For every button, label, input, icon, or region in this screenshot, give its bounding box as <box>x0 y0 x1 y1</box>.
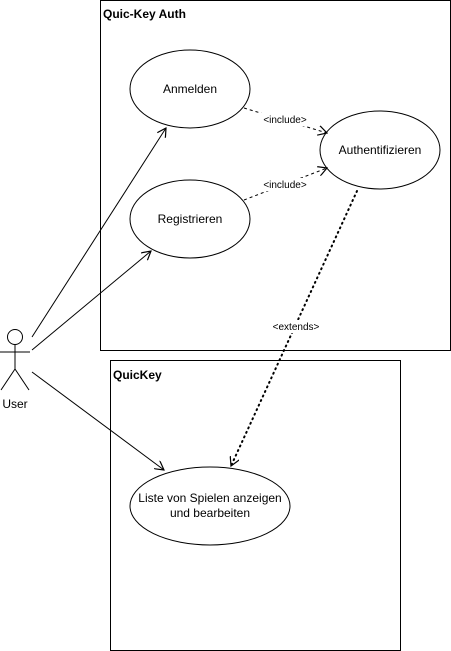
actor-user-label: User <box>2 397 27 411</box>
extends-label-bg <box>268 320 324 333</box>
use-case-liste-spiele[interactable]: Liste von Spielen anzeigen und bearbeite… <box>129 466 291 546</box>
use-case-authentifizieren-label: Authentifizieren <box>339 143 422 157</box>
use-case-registrieren[interactable]: Registrieren <box>129 179 251 259</box>
association-user-anmelden <box>31 128 166 338</box>
actor-user[interactable]: User <box>0 329 30 412</box>
use-case-anmelden[interactable]: Anmelden <box>129 49 251 129</box>
system-boundary-auth-title: Quic-Key Auth <box>103 7 186 21</box>
use-case-authentifizieren[interactable]: Authentifizieren <box>319 110 441 190</box>
include-label-2: <include> <box>263 180 307 191</box>
system-boundary-quickey-title: QuicKey <box>113 368 162 382</box>
use-case-liste-spiele-label-line1: Liste von Spielen anzeigen <box>138 491 281 505</box>
stick-figure-icon <box>0 329 30 391</box>
include-label-1-bg <box>261 113 309 126</box>
extends-label: <extends> <box>273 322 320 333</box>
use-case-anmelden-label: Anmelden <box>163 82 217 96</box>
use-case-registrieren-label: Registrieren <box>158 212 223 226</box>
include-label-1: <include> <box>263 115 307 126</box>
include-label-2-bg <box>261 178 309 191</box>
use-case-liste-spiele-label-line2: und bearbeiten <box>170 506 250 520</box>
association-user-registrieren <box>31 251 151 351</box>
association-user-liste <box>31 371 164 470</box>
